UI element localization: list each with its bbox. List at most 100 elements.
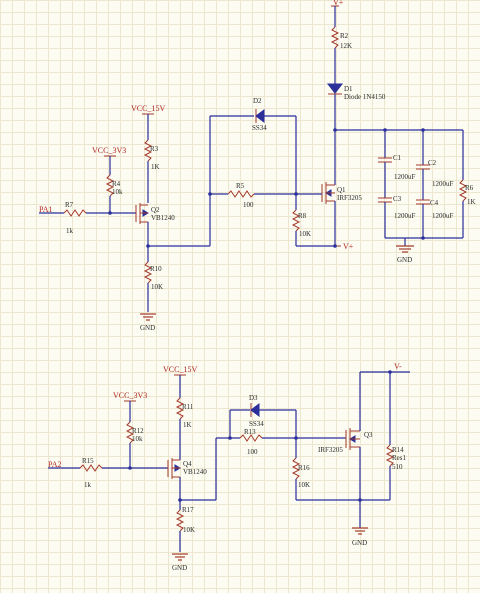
bottom-circuit: VCC_15V R11 1K VCC_3V3 R12 10k PA2 [48,362,410,572]
svg-text:1k: 1k [66,227,74,235]
resistor-r13: R13 100 [239,428,263,456]
resistor-r12: R12 10k [125,421,144,444]
vplus-top-port: V+ [331,0,344,27]
svg-text:10K: 10K [299,230,311,238]
svg-text:R2: R2 [340,32,349,40]
resistor-r16: R16 10K [291,457,310,489]
svg-text:IRF3205: IRF3205 [337,194,362,202]
svg-text:V+: V+ [333,0,344,7]
svg-text:R13: R13 [244,428,256,436]
mosfet-q4: Q4 VB1240 [167,458,207,479]
svg-text:VCC_15V: VCC_15V [163,365,197,374]
pa2-net-label: PA2 [48,460,80,469]
svg-text:C1: C1 [393,154,402,162]
svg-text:VCC_15V: VCC_15V [131,104,165,113]
svg-text:R10: R10 [150,265,162,273]
top-circuit: V+ R2 12K D1 Diode 1N4150 C1 [39,0,476,332]
resistor-r3: R3 1K [143,139,160,171]
svg-text:R16: R16 [298,464,310,472]
svg-text:1K: 1K [183,421,192,429]
svg-text:D2: D2 [253,97,262,105]
svg-text:D1: D1 [344,85,353,93]
vcc15-port-bottom: VCC_15V [163,365,197,398]
svg-text:1200uF: 1200uF [432,212,454,220]
resistor-r5: R5 100 [227,182,255,209]
svg-text:SS34: SS34 [249,420,264,428]
gnd-symbol-q4: GND [172,553,188,572]
resistor-r11: R11 1K [175,397,194,429]
svg-text:R14: R14 [392,446,404,454]
svg-text:R15: R15 [82,457,94,465]
svg-text:C2: C2 [428,159,437,167]
resistor-r8: R8 10K [291,209,311,238]
svg-text:10k: 10k [132,435,143,443]
vcc33-port-bottom: VCC_3V3 [113,391,147,422]
svg-text:100: 100 [243,201,254,209]
resistor-r4: R4 10k [105,174,123,197]
vplus-bottom-port: V+ [335,242,354,251]
svg-text:SS34: SS34 [252,124,267,132]
svg-text:GND: GND [397,256,412,264]
gnd-symbol-q3: GND [352,527,368,547]
capacitor-c3: C3 1200uF [378,195,416,220]
svg-text:R7: R7 [65,201,74,209]
svg-text:C4: C4 [430,199,439,207]
svg-text:D3: D3 [249,394,258,402]
svg-text:510: 510 [392,463,403,471]
svg-text:GND: GND [140,324,155,332]
resistor-r10: R10 10K [143,261,163,291]
svg-text:Q4: Q4 [183,460,192,468]
svg-text:R8: R8 [298,212,307,220]
svg-text:10K: 10K [151,283,163,291]
svg-text:R12: R12 [132,427,144,435]
capacitor-c4: C4 1200uF [416,199,454,220]
gnd-symbol-q2: GND [140,313,156,332]
svg-text:VB1240: VB1240 [151,214,175,222]
svg-text:R3: R3 [150,145,159,153]
svg-text:12K: 12K [340,42,352,50]
capacitor-c1: C1 1200uF [378,154,416,181]
mosfet-q2: Q2 VB1240 [135,203,175,224]
resistor-r15: R15 1k [79,457,103,489]
svg-text:PA1: PA1 [39,205,53,214]
svg-text:1200uF: 1200uF [432,180,454,188]
mosfet-q3: Q3 IRF3205 [318,428,373,454]
resistor-r14: R14 Res1 510 [385,444,407,471]
resistor-r6: R6 1K [458,179,476,206]
vcc33-port-top: VCC_3V3 [92,146,126,175]
svg-text:C3: C3 [393,195,402,203]
diode-d3: D3 SS34 [249,394,264,428]
svg-text:R6: R6 [465,184,474,192]
svg-text:1K: 1K [467,198,476,206]
svg-text:Q3: Q3 [364,431,373,439]
svg-text:V+: V+ [343,242,354,251]
svg-text:Q1: Q1 [337,186,346,194]
capacitor-c2: C2 1200uF [416,159,454,188]
resistor-r17: R17 10K [175,506,195,534]
resistor-r7: R7 1k [63,201,87,235]
svg-text:IRF3205: IRF3205 [318,446,343,454]
svg-text:1K: 1K [151,163,160,171]
vminus-port: V- [390,362,410,373]
svg-text:1200uF: 1200uF [394,212,416,220]
svg-text:VCC_3V3: VCC_3V3 [113,391,147,400]
svg-text:R5: R5 [236,182,245,190]
resistor-r2: R2 12K [330,26,352,50]
svg-text:GND: GND [172,564,187,572]
mosfet-q1: Q1 IRF3205 [321,182,362,204]
svg-text:1200uF: 1200uF [394,173,416,181]
svg-text:Diode 1N4150: Diode 1N4150 [344,93,386,101]
svg-text:Q2: Q2 [151,206,160,214]
svg-text:1k: 1k [84,481,92,489]
svg-text:10k: 10k [112,188,123,196]
svg-text:100: 100 [247,448,258,456]
svg-text:VCC_3V3: VCC_3V3 [92,146,126,155]
vcc15-port-top: VCC_15V [131,104,165,140]
svg-text:10K: 10K [298,481,310,489]
svg-text:V-: V- [394,362,402,371]
svg-text:Res1: Res1 [392,454,407,462]
svg-text:R4: R4 [112,180,121,188]
svg-text:VB1240: VB1240 [183,468,207,476]
svg-text:PA2: PA2 [48,460,62,469]
